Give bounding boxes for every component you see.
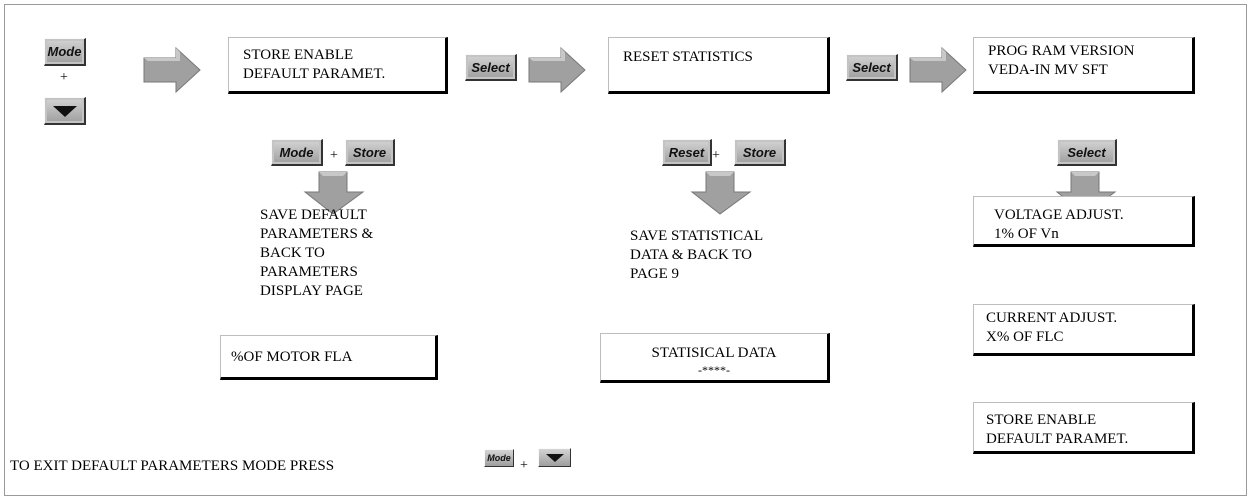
down-triangle-icon xyxy=(52,105,77,117)
reset-key[interactable]: Reset xyxy=(662,139,712,166)
display-motor-fla: %OF MOTOR FLA xyxy=(220,335,438,380)
select-key[interactable]: Select xyxy=(1057,139,1117,166)
display-statistical-data: STATISICAL DATA-****- xyxy=(600,333,830,383)
down-key[interactable] xyxy=(538,448,571,467)
diagram-frame xyxy=(4,4,1247,496)
right-arrow-icon xyxy=(528,46,586,94)
select-key[interactable]: Select xyxy=(846,54,898,81)
plus-sign: + xyxy=(712,148,720,163)
display-current-adjust: CURRENT ADJUST.X% OF FLC xyxy=(973,304,1195,356)
display-reset-statistics: RESET STATISTICS xyxy=(608,37,830,94)
store-key[interactable]: Store xyxy=(345,139,395,166)
mode-key[interactable]: Mode xyxy=(44,38,86,66)
plus-sign: + xyxy=(60,70,68,85)
down-triangle-icon xyxy=(545,453,564,462)
store-key[interactable]: Store xyxy=(734,139,786,166)
footer-instruction: TO EXIT DEFAULT PARAMETERS MODE PRESS xyxy=(10,458,335,474)
right-arrow-icon xyxy=(909,46,967,94)
mode-key[interactable]: Mode xyxy=(484,449,514,467)
plus-sign: + xyxy=(330,148,338,163)
mode-key[interactable]: Mode xyxy=(271,139,323,166)
plus-sign: + xyxy=(520,458,528,473)
down-arrow-icon xyxy=(303,171,365,215)
select-key[interactable]: Select xyxy=(465,54,517,81)
down-arrow-icon xyxy=(690,171,752,215)
display-voltage-adjust: VOLTAGE ADJUST.1% OF Vn xyxy=(973,196,1195,247)
right-arrow-icon xyxy=(143,46,201,94)
down-key[interactable] xyxy=(44,97,86,125)
